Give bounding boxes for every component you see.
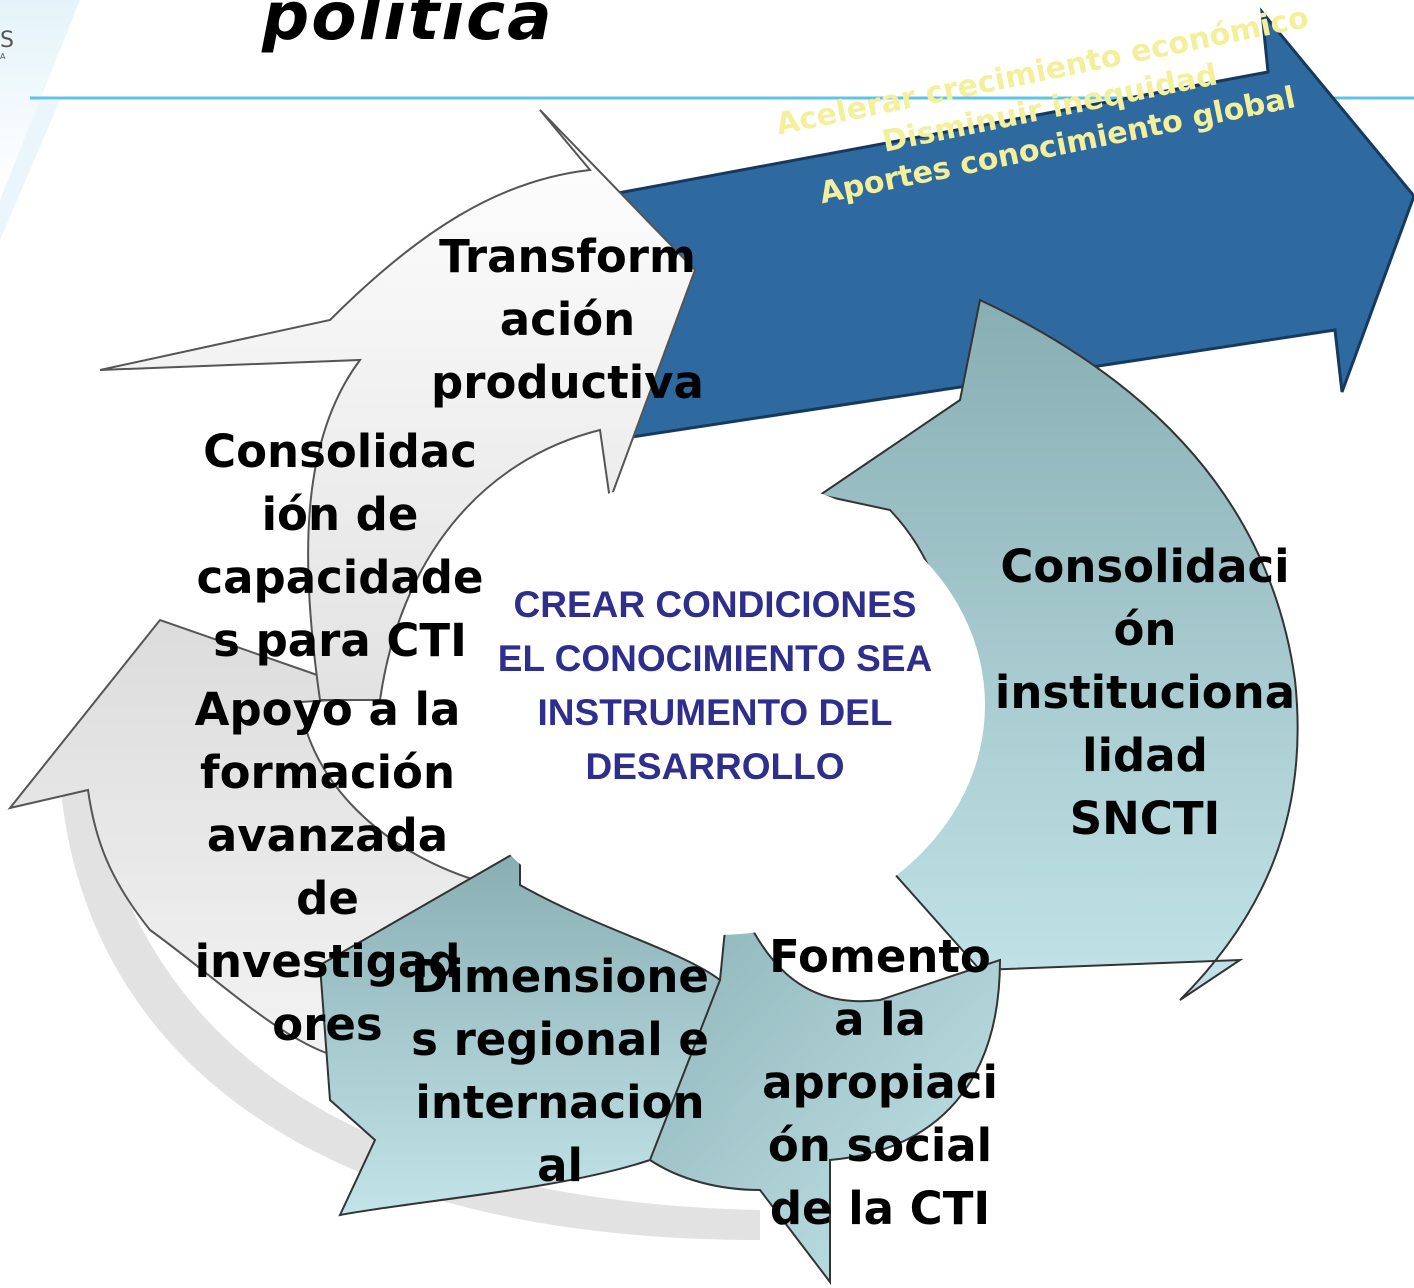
teal-arrow-left	[318, 848, 722, 1217]
step-dimensiones: Dimensione s regional e internacion al	[411, 950, 709, 1192]
step-apoyo-formacion: Apoyo a la formación avanzada de investi…	[194, 683, 461, 1051]
center-statement: CREAR CONDICIONES EL CONOCIMIENTO SEA IN…	[497, 584, 933, 787]
logo-letter: S	[0, 28, 14, 53]
left-side-band-lower	[0, 100, 60, 240]
step-consolidacion-institucionalidad: Consolidaci ón instituciona lidad SNCTI	[994, 540, 1296, 845]
teal-arrow-bottom	[629, 879, 1002, 1285]
white-arrow	[99, 109, 697, 701]
step-transformacion-productiva: Transform ación productiva	[431, 230, 704, 409]
logo-subtext: A	[0, 52, 6, 61]
center-circle	[445, 475, 985, 935]
step-consolidacion-capacidades: Consolidac ión de capacidade s para CTI	[196, 425, 484, 667]
step-fomento-apropiacion: Fomento a la apropiaci ón social de la C…	[762, 930, 998, 1235]
page-title: política	[262, 0, 554, 55]
outcomes-banner-arrow	[497, 7, 1414, 442]
